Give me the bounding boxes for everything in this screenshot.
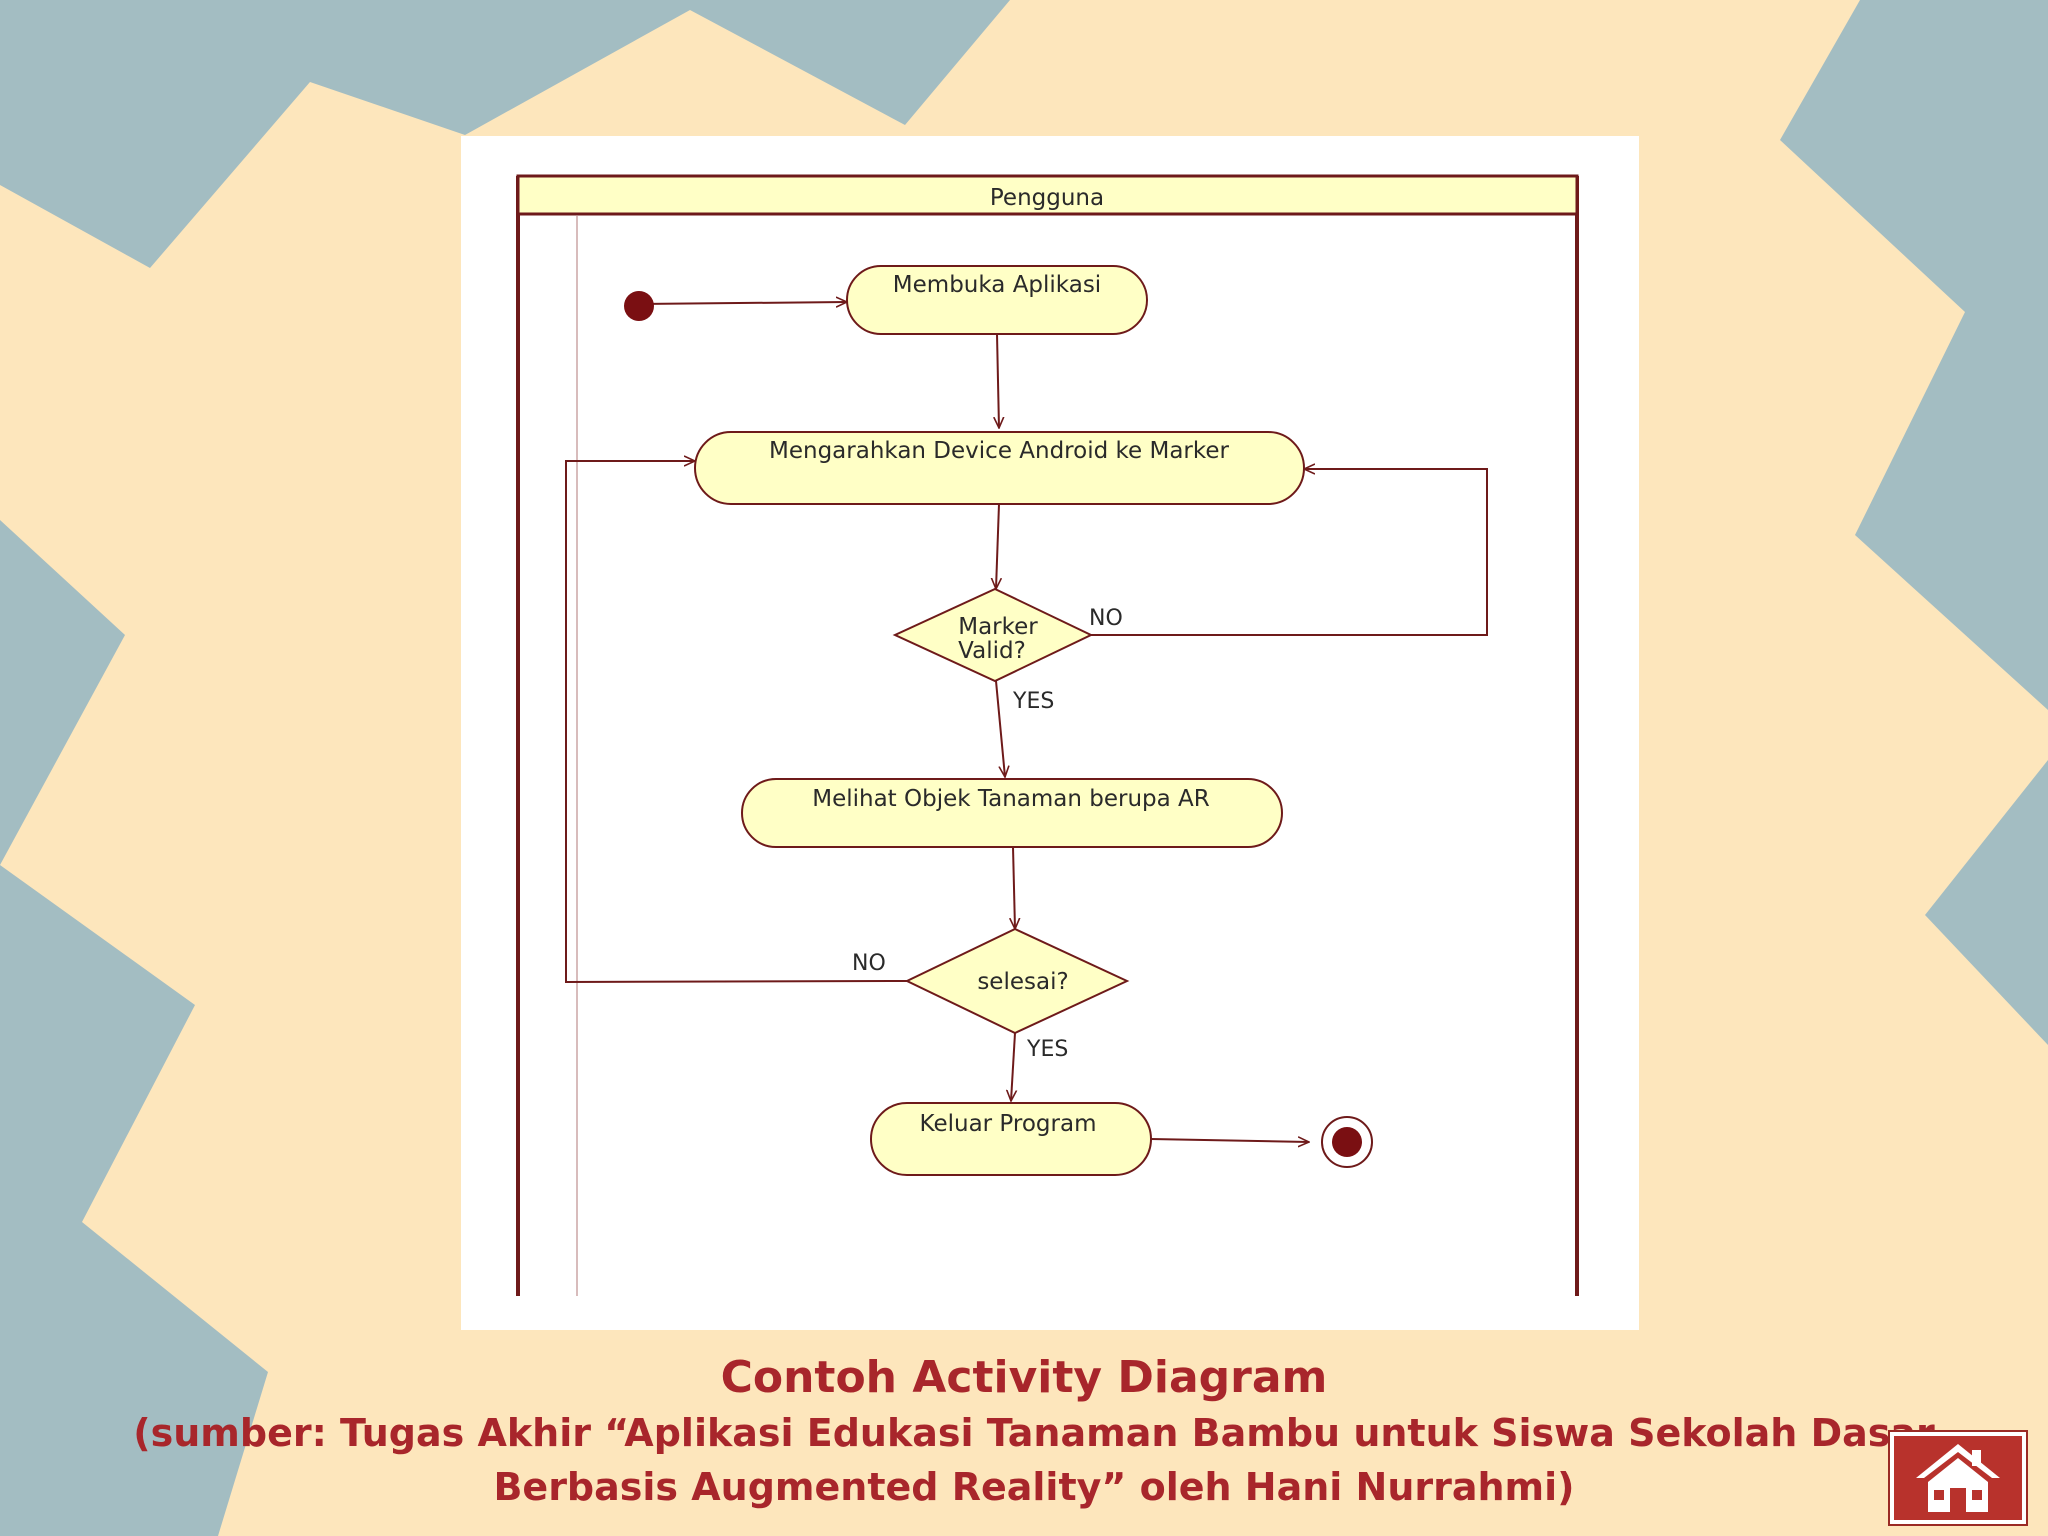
activity-diagram: Pengguna Membuka Aplikasi Mengarah: [516, 174, 1579, 1296]
bg-shape-left: [0, 520, 125, 865]
svg-text:Marker: Marker: [958, 614, 1038, 640]
guard-marker-yes: YES: [1012, 689, 1054, 714]
activity-view-ar: Melihat Objek Tanaman berupa AR: [741, 778, 1283, 848]
flows: [565, 302, 1488, 1142]
flow-exit-to-end: [1150, 1139, 1309, 1142]
caption-title: Contoh Activity Diagram: [720, 1352, 1328, 1403]
start-node: [624, 291, 654, 321]
home-button[interactable]: [1890, 1432, 2026, 1524]
bg-shape-top-right: [1780, 0, 2048, 710]
home-icon: [1916, 1444, 2000, 1512]
swimlane-title: Pengguna: [990, 185, 1104, 211]
guard-marker-no: NO: [1089, 606, 1123, 631]
caption-source: (sumber: Tugas Akhir “Aplikasi Edukasi T…: [133, 1411, 1935, 1509]
flow-point-to-valid: [996, 503, 999, 589]
diagram-panel: Pengguna Membuka Aplikasi Mengarah: [461, 136, 1639, 1330]
activity-open-app: Membuka Aplikasi: [846, 265, 1148, 335]
flow-valid-no: [1091, 469, 1488, 636]
guard-done-no: NO: [852, 951, 886, 976]
decision-done: selesai?: [904, 927, 1130, 1035]
swimlane: Pengguna: [516, 174, 1579, 1296]
svg-text:Melihat Objek Tanaman berupa A: Melihat Objek Tanaman berupa AR: [812, 786, 1210, 812]
bg-shape-top-left: [0, 0, 1010, 268]
bg-shape-bottom-left: [0, 865, 268, 1536]
activity-point-device: Mengarahkan Device Android ke Marker: [694, 431, 1305, 505]
bg-shape-right: [1925, 760, 2048, 1045]
svg-text:Keluar Program: Keluar Program: [920, 1111, 1097, 1137]
end-node: [1321, 1116, 1373, 1168]
flow-done-yes: [1011, 1032, 1015, 1101]
flow-start-to-open: [638, 302, 847, 304]
svg-text:selesai?: selesai?: [977, 969, 1068, 995]
flow-open-to-point: [997, 333, 999, 428]
svg-text:Valid?: Valid?: [958, 638, 1026, 664]
flow-valid-yes: [995, 680, 1005, 777]
activity-exit: Keluar Program: [870, 1102, 1152, 1176]
caption: Contoh Activity Diagram (sumber: Tugas A…: [0, 1350, 2048, 1514]
svg-text:Mengarahkan Device Android ke: Mengarahkan Device Android ke Marker: [769, 438, 1229, 464]
decision-marker-valid: Marker Valid?: [892, 587, 1094, 683]
svg-text:Membuka Aplikasi: Membuka Aplikasi: [893, 272, 1101, 298]
swimlane-header: [516, 174, 1579, 216]
flow-done-no: [565, 461, 908, 984]
guard-done-yes: YES: [1026, 1037, 1068, 1062]
flow-view-to-done: [1013, 846, 1015, 929]
